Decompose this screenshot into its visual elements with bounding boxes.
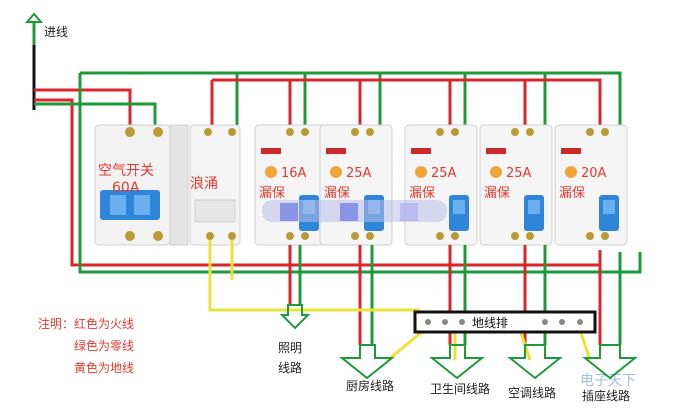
test-button-icon [565, 166, 577, 178]
bathroom-label: 卫生间线路 [430, 381, 490, 396]
incoming-label: 进线 [44, 25, 68, 39]
breaker-rating: 25A [346, 166, 372, 181]
air-switch-rating: 60A [112, 180, 140, 196]
socket-arrow [582, 344, 638, 380]
rcbo-breakers: 16A 漏保 25A 漏保 25A 漏保 25A 漏保 20A 漏保 [254, 124, 628, 246]
rcbo-breaker-4: 25A 漏保 [479, 124, 553, 246]
breaker-type: 漏保 [324, 185, 350, 201]
output-arrows [279, 304, 638, 380]
test-button-icon [415, 166, 427, 178]
breaker-rating: 25A [431, 166, 457, 181]
aircon-arrow [507, 344, 563, 380]
socket-label: 插座线路 [582, 388, 630, 403]
lighting-label-line1: 照明 [278, 341, 302, 355]
note-ground: 黄色为地线 [74, 361, 134, 375]
aircon-label: 空调线路 [508, 385, 556, 400]
blurred-region [262, 200, 447, 222]
rcbo-breaker-3: 25A 漏保 [404, 124, 478, 246]
main-air-switch [94, 124, 189, 246]
surge-label: 浪涌 [190, 176, 218, 192]
incoming-feed-arrow [24, 12, 44, 45]
surge-protector [189, 124, 241, 246]
note-live: 注明：红色为火线 [38, 316, 134, 331]
breaker-rating: 16A [281, 166, 307, 181]
breaker-type: 漏保 [484, 185, 510, 201]
ground-bar-label: 地线排 [472, 316, 508, 330]
bathroom-arrow [429, 344, 485, 380]
test-button-icon [330, 166, 342, 178]
rcbo-breaker-1: 16A 漏保 [254, 124, 328, 246]
kitchen-arrow [339, 344, 395, 380]
top-distribution-wires [80, 71, 622, 125]
ground-bar [413, 310, 597, 334]
breaker-type: 漏保 [559, 185, 585, 201]
test-button-icon [265, 166, 277, 178]
watermark: 电子天下 [580, 373, 636, 389]
rcbo-breaker-2: 25A 漏保 [319, 124, 393, 246]
note-neutral: 绿色为零线 [74, 338, 134, 353]
lighting-arrow [279, 304, 311, 330]
breaker-type: 漏保 [409, 185, 435, 201]
lighting-label-line2: 线路 [278, 360, 302, 375]
rcbo-breaker-5: 20A 漏保 [554, 124, 628, 246]
breaker-rating: 20A [581, 166, 607, 181]
breaker-rating: 25A [506, 166, 532, 181]
test-button-icon [490, 166, 502, 178]
ground-wires [208, 240, 592, 362]
kitchen-label: 厨房线路 [346, 378, 394, 393]
breaker-type: 漏保 [259, 185, 285, 201]
air-switch-title: 空气开关 [98, 163, 154, 179]
